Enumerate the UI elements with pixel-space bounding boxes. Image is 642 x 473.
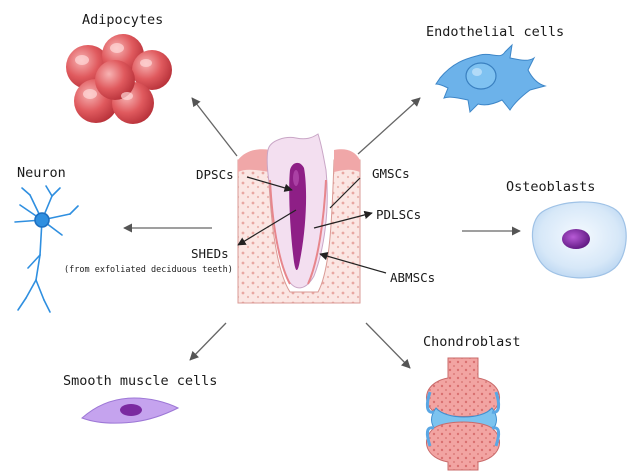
chondroblast-illustration bbox=[425, 357, 501, 471]
label-sheds-note: (from exfoliated deciduous teeth) bbox=[64, 265, 233, 275]
label-smooth-muscle-cells: Smooth muscle cells bbox=[63, 373, 218, 389]
label-sheds: SHEDs bbox=[191, 246, 229, 261]
gmscs-pointer bbox=[329, 177, 361, 209]
label-neuron: Neuron bbox=[17, 165, 66, 181]
label-pdlscs: PDLSCs bbox=[376, 207, 422, 222]
label-dpscs: DPSCs bbox=[196, 167, 234, 182]
osteoblast-illustration bbox=[531, 201, 627, 279]
label-adipocytes: Adipocytes bbox=[82, 12, 164, 28]
adipocytes-illustration bbox=[66, 34, 172, 124]
label-chondroblast: Chondroblast bbox=[423, 334, 521, 350]
dpscs-pointer bbox=[246, 176, 293, 192]
arrow-to-endothelial bbox=[357, 97, 421, 155]
label-gmscs: GMSCs bbox=[372, 166, 410, 181]
arrow-to-chondroblast bbox=[365, 322, 411, 369]
abmscs-pointer bbox=[319, 252, 387, 274]
smooth-muscle-illustration bbox=[81, 397, 180, 424]
tooth-in-bone-illustration bbox=[237, 133, 361, 304]
endothelial-cell-illustration bbox=[435, 43, 547, 114]
neuron-illustration bbox=[14, 185, 79, 313]
arrow-to-adipocytes bbox=[191, 97, 238, 157]
label-abmscs: ABMSCs bbox=[390, 270, 436, 285]
label-osteoblasts: Osteoblasts bbox=[506, 179, 596, 195]
source-pointers bbox=[237, 176, 387, 274]
sheds-pointer bbox=[237, 209, 297, 246]
arrow-to-smooth-muscle bbox=[189, 322, 227, 361]
label-endothelial-cells: Endothelial cells bbox=[426, 24, 565, 40]
pdlscs-pointer bbox=[313, 210, 373, 229]
differentiation-arrows bbox=[123, 97, 521, 369]
